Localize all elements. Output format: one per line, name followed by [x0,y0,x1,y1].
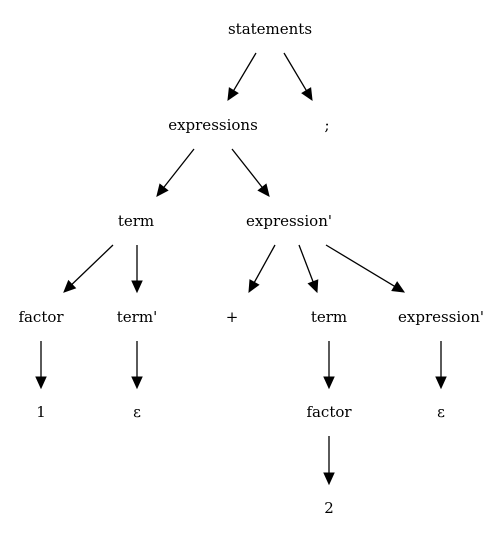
node-semicolon: ; [324,116,329,134]
parse-tree-nodes: statements expressions ; term expression… [18,20,484,517]
node-term-right: term [311,308,347,326]
arrow-head-icon [156,183,169,197]
edge-factor_left-to-num_one [35,341,47,390]
edge-term_right-to-factor_right [323,341,335,390]
edge-factor_right-to-num_two [323,436,335,486]
node-plus: + [226,308,239,326]
node-factor-right: factor [306,403,352,421]
arrow-head-icon [35,376,47,390]
edge-expression_prime_top-to-plus [248,244,276,294]
arrow-head-icon [131,280,143,294]
edge-line [233,52,257,91]
node-num-two: 2 [324,499,334,517]
arrow-head-icon [63,279,77,293]
edge-line [283,52,307,91]
node-term-prime: term' [117,308,157,326]
edge-line [253,244,276,283]
edge-expression_prime_top-to-expression_prime_right [325,244,406,293]
node-term-left: term [118,212,154,230]
arrow-head-icon [435,376,447,390]
edge-term_left-to-term_prime [131,245,143,294]
edge-line [163,148,195,188]
node-expression-prime-top: expression' [246,212,332,230]
arrow-head-icon [323,472,335,486]
parse-tree-edges [35,52,447,486]
arrow-head-icon [301,87,313,102]
edge-line [71,244,114,285]
edge-statements-to-expressions [227,52,257,102]
edge-expressions-to-term_left [156,148,195,197]
node-expression-prime-right: expression' [398,308,484,326]
node-epsilon-right: ε [437,403,445,421]
edge-line [231,148,263,188]
arrow-head-icon [131,376,143,390]
edge-term_left-to-factor_left [63,244,114,293]
arrow-head-icon [391,281,406,293]
edge-expression_prime_top-to-term_right [298,244,319,294]
edge-expressions-to-expression_prime_top [231,148,270,197]
node-num-one: 1 [36,403,46,421]
node-expressions: expressions [168,116,258,134]
edge-line [325,244,395,287]
edge-term_prime-to-epsilon_left [131,341,143,390]
node-statements: statements [228,20,312,38]
arrow-head-icon [307,279,319,294]
arrow-head-icon [323,376,335,390]
arrow-head-icon [257,183,270,197]
edge-expression_prime_right-to-epsilon_right [435,341,447,390]
arrow-head-icon [248,279,260,294]
arrow-head-icon [227,87,239,102]
node-epsilon-left: ε [133,403,141,421]
edge-statements-to-semicolon [283,52,313,102]
edge-line [298,244,314,282]
node-factor-left: factor [18,308,64,326]
